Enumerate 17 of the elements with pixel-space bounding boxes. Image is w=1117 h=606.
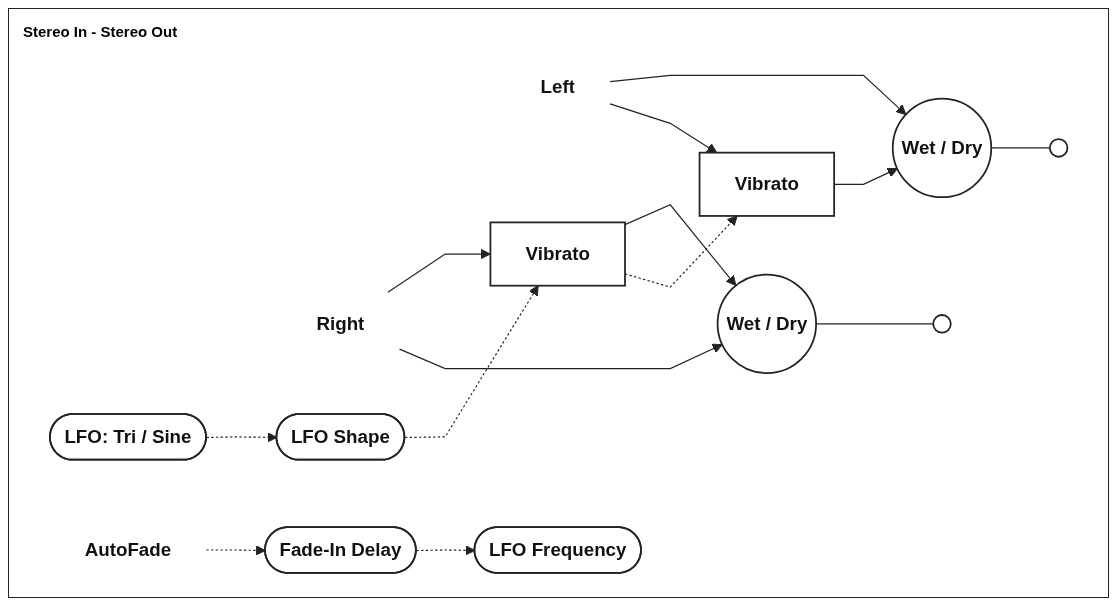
arrow — [398, 343, 723, 370]
node-text: Left — [540, 76, 575, 97]
arrow — [404, 285, 539, 439]
node-text: Right — [316, 313, 365, 334]
arrow — [624, 204, 737, 286]
arrow — [609, 74, 907, 115]
arrow — [387, 248, 491, 293]
node-circle — [932, 314, 952, 334]
node-circle: Wet / Dry — [716, 273, 817, 374]
node-circle — [1048, 138, 1069, 158]
diagram-title: Stereo In - Stereo Out — [23, 23, 178, 40]
node-box: Vibrato — [698, 151, 835, 217]
arrow — [609, 103, 718, 154]
node-circle: Wet / Dry — [891, 97, 993, 199]
node-text: AutoFade — [84, 539, 172, 560]
arrow — [205, 545, 266, 556]
node-box: Vibrato — [489, 221, 626, 287]
